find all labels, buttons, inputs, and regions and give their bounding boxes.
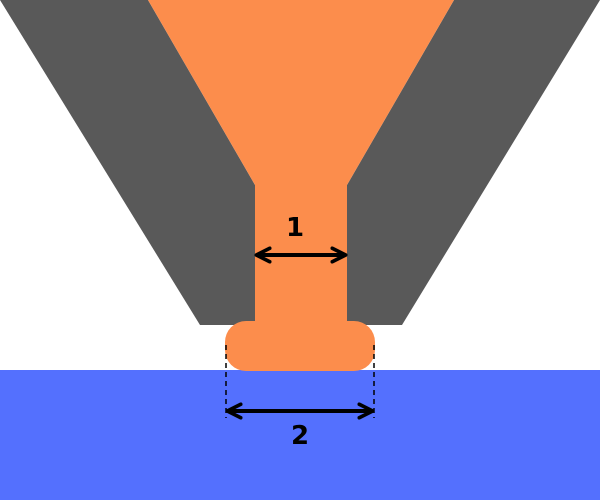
line-width-label: 2 <box>291 421 309 451</box>
nozzle-wall-right <box>347 0 600 325</box>
build-plate <box>0 370 600 500</box>
filament-melt-chamber <box>148 0 454 330</box>
nozzle-width-label: 1 <box>286 213 304 243</box>
extruded-bead <box>225 321 375 371</box>
nozzle-wall-left <box>0 0 255 325</box>
